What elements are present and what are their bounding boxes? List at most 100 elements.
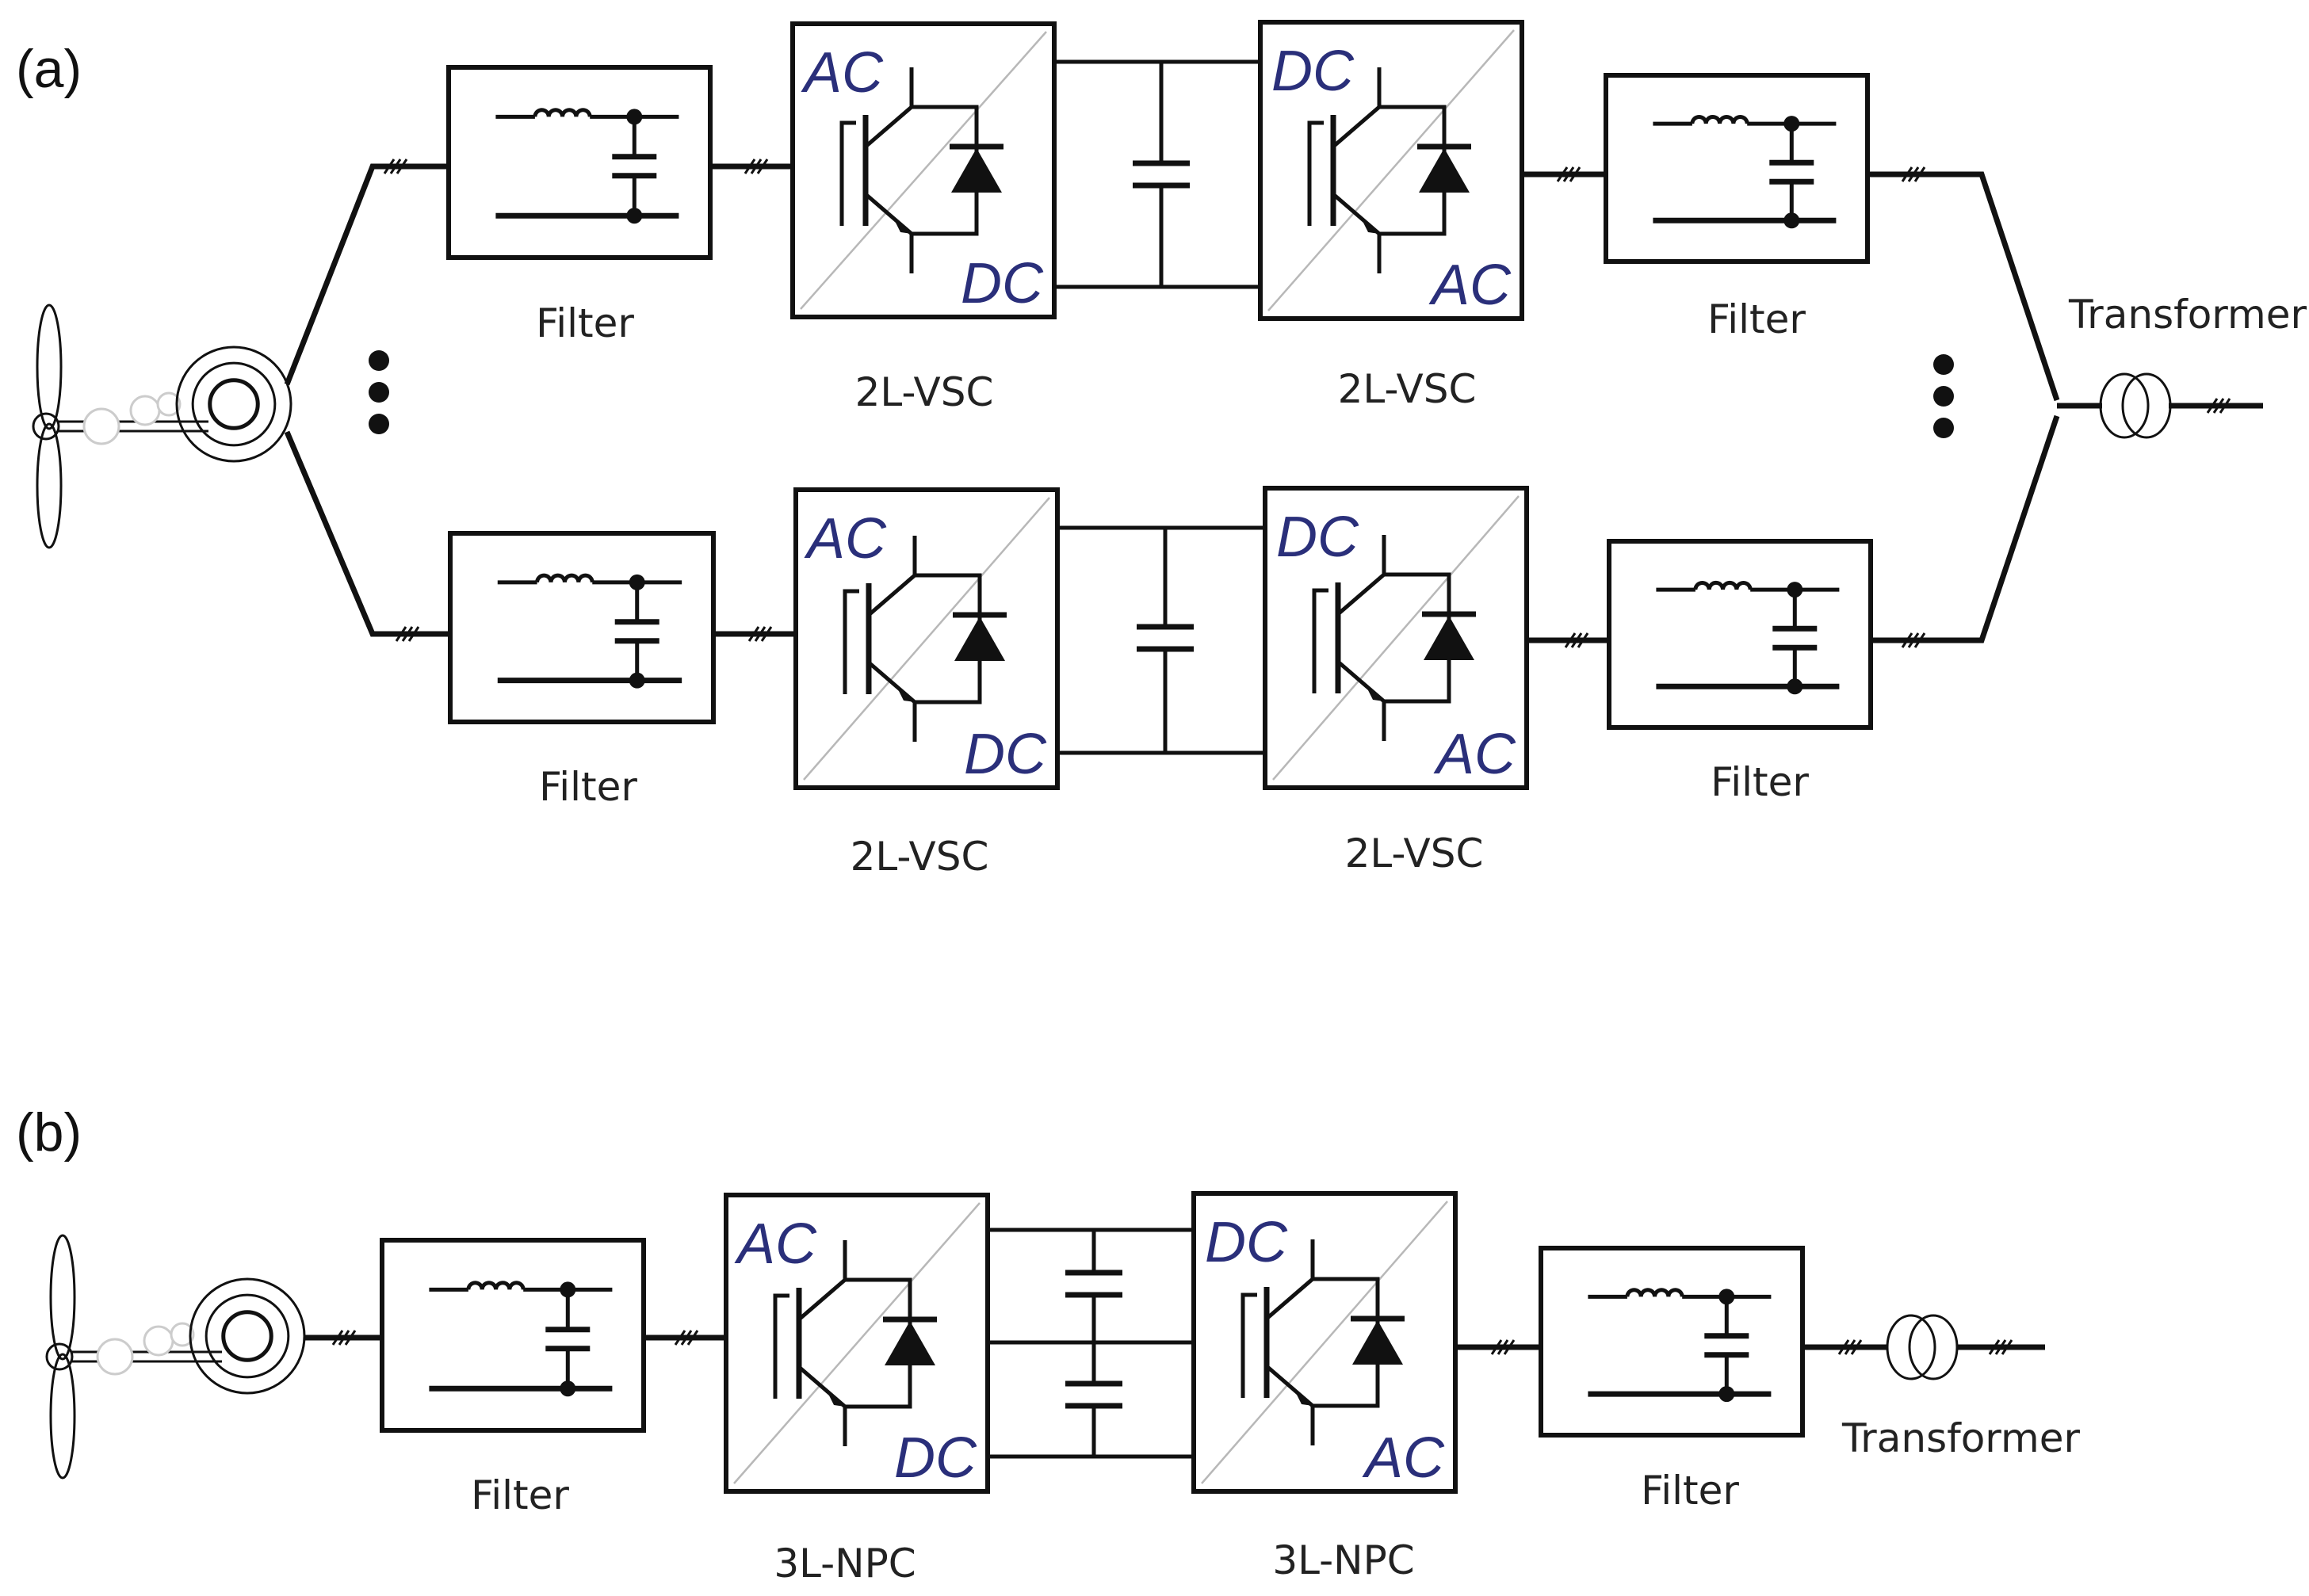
emitter-arrow (826, 1389, 845, 1407)
three-phase-marker (1901, 632, 1926, 648)
junction-dot (629, 574, 645, 590)
converter-b1-label: 3L-NPC (774, 1541, 916, 1586)
transformer-coil-1 (2099, 372, 2150, 439)
ellipsis-dot (369, 382, 389, 403)
lc-filter-icon (495, 108, 679, 224)
generator-inner (208, 378, 260, 430)
three-phase-marker (1556, 166, 1581, 182)
ellipsis-left (369, 350, 389, 434)
igbt-gate (843, 589, 859, 694)
junction-dot (629, 672, 645, 689)
inductor (1625, 1288, 1684, 1297)
generator-icon-a (175, 346, 292, 463)
transformer-a-label: Transformer (2068, 292, 2307, 338)
inductor (1690, 114, 1749, 124)
gearbox-3 (170, 1322, 195, 1347)
converter-bottom-text: DC (894, 1426, 977, 1490)
three-phase-marker (1837, 1339, 1863, 1355)
converter-bottom-text: AC (1433, 723, 1516, 786)
filter-a1 (446, 65, 713, 260)
wind-turbine-icon-b (45, 1234, 222, 1480)
converter-a1-label: 2L-VSC (855, 369, 994, 415)
gearbox-3 (156, 391, 182, 417)
filter-a2-label: Filter (1707, 296, 1806, 342)
gearbox-1 (96, 1338, 134, 1376)
converter-bottom-text: DC (964, 723, 1047, 786)
igbt-diode-icon (843, 536, 1007, 742)
inductor (466, 1281, 526, 1290)
branch-wire-top (284, 163, 449, 386)
converter-top-text: DC (1276, 506, 1359, 569)
three-phase-marker (1564, 632, 1589, 648)
junction-dot (560, 1281, 576, 1298)
blade-top (49, 1234, 76, 1361)
transformer-b-label: Transformer (1841, 1415, 2080, 1461)
converter-a4: DC AC (1263, 486, 1529, 790)
blade-top (36, 304, 63, 430)
converter-top-text: DC (1271, 40, 1355, 103)
emitter-arrow (896, 685, 915, 702)
ellipsis-dot (1933, 418, 1954, 438)
emitter-arrow (1294, 1388, 1313, 1406)
generator-inner (221, 1310, 273, 1362)
junction-dot (626, 208, 643, 224)
three-phase-marker (674, 1330, 699, 1346)
filter-b2-label: Filter (1641, 1468, 1739, 1514)
transformer-coil-1 (1886, 1314, 1936, 1380)
ellipsis-dot (1933, 386, 1954, 407)
junction-dot (626, 109, 643, 125)
blade-bottom (36, 422, 63, 549)
igbt-diode-icon (773, 1240, 937, 1446)
filter-a4 (1607, 539, 1873, 730)
emitter-arrow (1365, 684, 1384, 701)
filter-a2 (1604, 73, 1870, 264)
transformer-icon-a (2099, 372, 2172, 439)
lc-filter-icon (497, 573, 682, 689)
inductor (533, 108, 592, 117)
gearbox-1 (82, 407, 120, 445)
generator-middle (205, 1293, 290, 1379)
igbt-gate (1312, 588, 1328, 693)
three-phase-marker (747, 626, 773, 642)
merge-wire-top (1867, 171, 2060, 402)
junction-dot (1787, 582, 1803, 598)
transformer-coil-2 (2121, 372, 2172, 439)
filter-box (1539, 1246, 1805, 1438)
hub (32, 412, 60, 441)
ellipsis-dot (369, 414, 389, 434)
generator-icon-b (189, 1277, 306, 1395)
filter-box (448, 531, 716, 724)
junction-dot (560, 1380, 576, 1397)
igbt-gate (839, 120, 856, 226)
junction-dot (1718, 1386, 1735, 1403)
ellipsis-dot (1933, 354, 1954, 375)
lc-filter-icon (1653, 114, 1837, 229)
three-phase-marker (2206, 398, 2231, 414)
filter-b1-label: Filter (471, 1472, 569, 1518)
junction-dot (1783, 212, 1800, 229)
converter-bottom-text: DC (961, 252, 1044, 315)
text-layer: (a) (b) Filter 2L-VSC 2L-VSC Filter Tran… (16, 39, 2307, 1586)
capacitor-a2 (1137, 528, 1194, 753)
capacitor-b1 (1065, 1230, 1122, 1342)
igbt-diode-icon (1241, 1239, 1405, 1445)
igbt-diode-icon (1307, 67, 1471, 273)
ellipsis-dot (369, 350, 389, 371)
three-phase-marker (1988, 1339, 2013, 1355)
three-phase-marker (744, 158, 769, 174)
converter-a4-label: 2L-VSC (1345, 830, 1484, 876)
filter-a3-label: Filter (539, 764, 637, 810)
transformer-coil-2 (1908, 1314, 1959, 1380)
generator-outer (189, 1277, 306, 1395)
capacitor-b2 (1065, 1342, 1122, 1457)
igbt-gate (773, 1293, 789, 1399)
diode-triangle (885, 1321, 935, 1365)
generator-outer (175, 346, 292, 463)
